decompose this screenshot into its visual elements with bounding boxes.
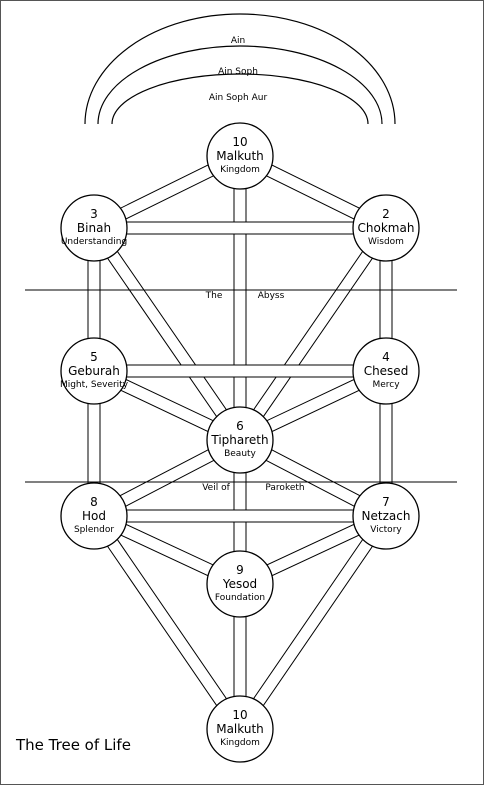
sephiroth: 10MalkuthKingdom3BinahUnderstanding2Chok… <box>60 122 420 763</box>
path-hod-netzach <box>93 509 387 523</box>
ain-soph-aur-label: Ain Soph Aur <box>209 93 268 103</box>
sephirah-meaning: Victory <box>370 525 402 535</box>
sephirah-name: Malkuth <box>216 722 264 736</box>
path-top-tiphareth <box>233 155 247 441</box>
sephirah-circle <box>206 695 274 763</box>
abyss-label-right: Abyss <box>258 291 285 301</box>
veils: The Abyss Veil of Paroketh <box>25 289 457 493</box>
sephirah-circle <box>206 122 274 190</box>
sephirah-name: Hod <box>82 509 106 523</box>
sephirah-number: 3 <box>90 207 98 221</box>
sephirah-meaning: Beauty <box>224 449 256 459</box>
sephirah-circle <box>206 406 274 474</box>
sephirah-circle <box>352 194 420 262</box>
ain-soph-label: Ain Soph <box>218 67 258 77</box>
sephirah-number: 2 <box>382 207 390 221</box>
path-binah-chokmah <box>93 221 387 235</box>
ain-soph-arc <box>97 45 383 125</box>
sephirah-meaning: Foundation <box>215 593 265 603</box>
sephirah-meaning: Mercy <box>372 380 400 390</box>
sephirah-number: 6 <box>236 419 244 433</box>
sephirah-number: 4 <box>382 350 390 364</box>
page-title: The Tree of Life <box>15 736 131 754</box>
paroketh-label-right: Paroketh <box>265 483 304 493</box>
abyss-label-left: The <box>205 291 223 301</box>
sephirah-number: 8 <box>90 495 98 509</box>
paroketh-label-left: Veil of <box>202 483 230 493</box>
sephirah-circle <box>60 194 128 262</box>
sephirah-circle <box>206 550 274 618</box>
ain-soph-aur-arc <box>111 73 369 125</box>
sephirah-meaning: Kingdom <box>220 165 260 175</box>
sephirah-number: 5 <box>90 350 98 364</box>
sephirah-meaning: Wisdom <box>368 237 404 247</box>
sephirah-name: Tiphareth <box>210 433 268 447</box>
sephirah-circle <box>60 337 128 405</box>
sephirah-circle <box>352 482 420 550</box>
ain-arc-outer <box>84 13 396 125</box>
sephirah-circle <box>352 337 420 405</box>
sephirah-meaning: Kingdom <box>220 738 260 748</box>
ain-label: Ain <box>231 36 245 46</box>
sephirah-name: Malkuth <box>216 149 264 163</box>
sephirah-number: 10 <box>232 135 247 149</box>
sephirah-number: 10 <box>232 708 247 722</box>
sephirah-name: Chokmah <box>358 221 415 235</box>
sephirah-name: Yesod <box>222 577 257 591</box>
sephirah-circle <box>60 482 128 550</box>
sephirah-name: Binah <box>77 221 111 235</box>
sephirah-name: Chesed <box>364 364 409 378</box>
sephirah-name: Netzach <box>362 509 411 523</box>
sephirah-name: Geburah <box>68 364 120 378</box>
sephirah-number: 9 <box>236 563 244 577</box>
sephirah-meaning: Might, Severity <box>60 380 129 390</box>
ain-arcs: Ain Ain Soph Ain Soph Aur <box>84 13 396 125</box>
sephirah-meaning: Understanding <box>61 237 127 247</box>
sephirah-number: 7 <box>382 495 390 509</box>
sephirah-meaning: Splendor <box>74 525 114 535</box>
path-geburah-chesed <box>93 364 387 378</box>
